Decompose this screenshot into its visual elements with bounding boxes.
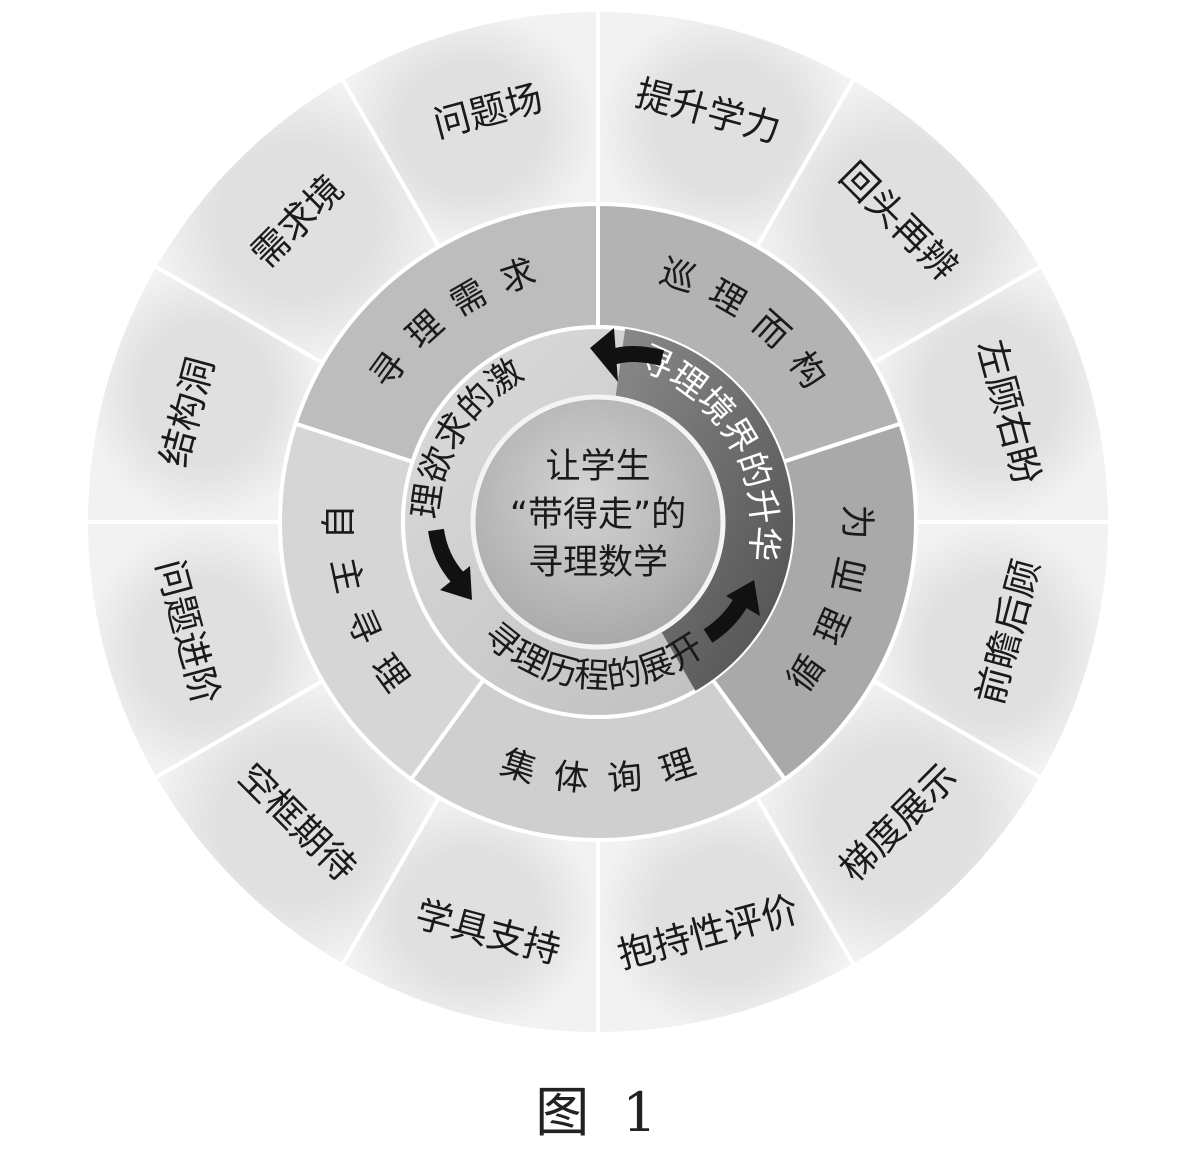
middle-sector-char: 询 bbox=[605, 757, 644, 800]
arrow-left-icon bbox=[428, 528, 472, 600]
center-disc bbox=[470, 394, 726, 650]
middle-sector: 寻理需求 bbox=[293, 201, 600, 465]
outer-sector: 问题场 bbox=[339, 7, 600, 250]
figure-caption: 图 1 bbox=[535, 1081, 665, 1144]
middle-sector: 集体询理 bbox=[408, 676, 788, 842]
middle-sector-char: 自 bbox=[320, 504, 360, 539]
center-line-3: 寻理数学 bbox=[528, 543, 668, 583]
middle-ring: 寻理需求巡理而构循理而为集体询理自主寻理 bbox=[278, 201, 918, 842]
center-title: 让学生 “带得走”的 寻理数学 bbox=[510, 447, 686, 583]
middle-sector-char: 为 bbox=[836, 504, 876, 539]
middle-sector: 巡理而构 bbox=[596, 201, 903, 465]
arrow-top-icon bbox=[590, 328, 664, 382]
middle-sector-char: 体 bbox=[552, 757, 591, 800]
outer-sector: 回头再辨 bbox=[754, 75, 1045, 366]
middle-sector-char: 主 bbox=[322, 554, 368, 597]
outer-ring: 提升学力回头再辨左顾右盼前瞻后顾梯度展示抱持性评价学具支持空框期待问题进阶结构洞… bbox=[83, 7, 1113, 1037]
outer-sector: 需求境 bbox=[151, 75, 442, 366]
middle-sector-char: 而 bbox=[827, 554, 873, 597]
arrow-bottom-icon bbox=[703, 580, 760, 643]
center-line-2: “带得走”的 bbox=[510, 495, 686, 535]
cycle-arrows bbox=[428, 328, 760, 643]
center-line-1: 让学生 bbox=[545, 447, 650, 487]
